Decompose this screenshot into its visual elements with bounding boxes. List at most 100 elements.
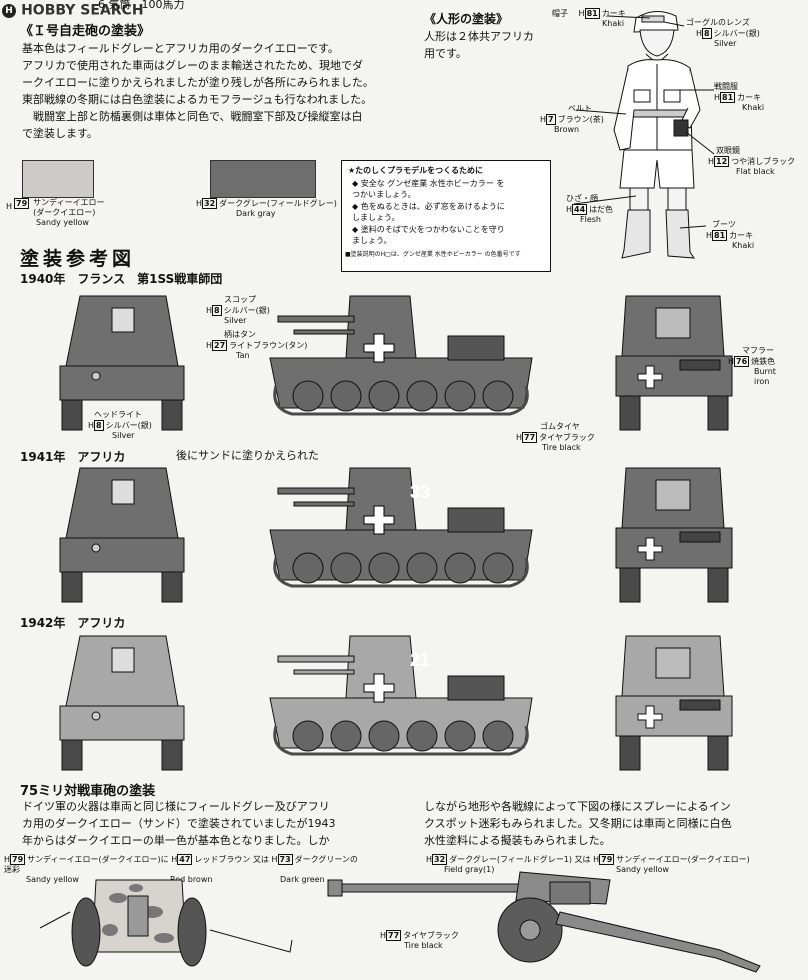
callout-english: Khaki [732,241,755,250]
side-view-track [273,385,529,416]
callout-part: マフラー [742,346,774,355]
callout-color: つや消しブラック [731,157,796,166]
top-fragment: 6 気筒 100馬力 [98,0,185,11]
front-view-gun-shield [111,307,135,333]
side-view-gun-barrel [277,487,355,495]
callout-part: ゴーグルのレンズ [686,18,750,27]
balkenkreuz [637,365,663,389]
road-wheel [406,552,438,584]
swatch-name: サンディーイエロー (ダークイエロー) [33,198,105,217]
callout-english: Silver [112,431,135,440]
callout-english: Silver [224,316,247,325]
paragraph-line: ークイエローに塗りかえられましたが塗り残しが各所にみられました。 [22,76,374,89]
callout-english: Burnt iron [754,367,776,386]
balkenkreuz [637,705,663,729]
callout-color: サンディーイエロー(ダークイエロー)に [27,855,169,864]
rear-view-gun-breech [655,647,691,679]
road-wheel [444,552,476,584]
gun-paragraph-right: しながら地形や各戦線によって下図の様にスプレーによるイン クスポット迷彩もみられ… [424,798,794,849]
callout-part: ゴムタイヤ [540,422,580,431]
callout-code: 79 [599,854,615,865]
muffler [679,699,721,711]
camo-gun-front-view [39,879,293,967]
road-wheel [292,720,324,752]
callout-color: カーキ [729,231,754,240]
muffler [679,359,721,371]
callout-english: Sandy yellow [26,875,79,884]
swatch-code: 32 [202,198,218,209]
rear-view-track-right [707,567,729,603]
callout-english: Dark green [280,875,325,884]
callout-part: ベルト [568,104,592,113]
rear-view-track-right [707,395,729,431]
paragraph-line: しながら地形や各戦線によって下図の様にスプレーによるイン [424,800,731,813]
road-wheel [482,380,514,412]
paragraph-line: カ用のダークイエロー（サンド）で塗装されていましたが1943 [22,817,336,830]
callout-color: レッドブラウン [194,855,251,864]
side-view-gun-barrel-lower [293,329,355,335]
variant-label-1941: 1941年 アフリカ [20,450,126,464]
vehicle-number: 33 [410,482,430,502]
callout-color: はだ色 [589,205,613,214]
rear-view-gun-breech [655,479,691,511]
callout-color: カーキ [601,9,626,18]
tank-variant-row: 33 [59,467,733,603]
variant-label-1942: 1942年 アフリカ [20,616,126,630]
callout-code: 81 [712,230,728,241]
callout-color: タイヤブラック [403,931,459,940]
callout-english: Silver [714,39,737,48]
callout-english: Brown [554,125,580,134]
paragraph-line: アフリカで使用された車両はグレーのまま輸送されたため、現地でダ [22,59,363,72]
side-view-stowage-box [447,335,505,361]
muffler [679,531,721,543]
callout-code: 7 [546,114,556,125]
callout-or: 又は [574,855,591,864]
paragraph-line: クスポット迷彩もみられました。又冬期には車両と同様に白色 [424,817,732,830]
notice-title: ★たのしくプラモデルをつくるために [348,166,484,175]
callout-color: シルバー(銀) [713,29,760,38]
variant-label-1940: 1940年 フランス 第1SS戦車師団 [20,272,223,286]
road-wheel [444,380,476,412]
front-view-hull [59,705,185,741]
callout-code: 81 [720,92,736,103]
road-wheel [292,552,324,584]
callout-code: 79 [10,854,26,865]
callout-code: 76 [734,356,750,367]
side-view-stowage-box [447,675,505,701]
paragraph-line: 用です。 [424,47,467,60]
paragraph-line: ドイツ軍の火器は車両と同じ様にフィールドグレー及びアフリ [22,800,330,813]
front-view-track-left [61,399,83,431]
callout-color: シルバー(銀) [223,306,270,315]
front-view-track-right [161,399,183,431]
callout-part: 双眼鏡 [716,146,740,155]
notice-footer: ■塗装説明のH□は、グンゼ産業 水性ホビーカラー の色番号です [345,251,521,258]
front-view-hull [59,537,185,573]
swatch-code: 79 [14,198,30,209]
road-wheel [406,720,438,752]
paragraph-line: で塗装します。 [22,127,98,140]
callout-english: Tire black [404,941,443,950]
callout-color: シルバー(銀) [105,421,152,430]
road-wheel [368,380,400,412]
tank-variant-row: 21 [59,635,733,771]
logo-text: HOBBY SEARCH [21,2,144,19]
callout-english: Tan [236,351,250,360]
logo-icon: H [2,3,16,18]
callout-code: 47 [177,854,193,865]
callout-color: ブラウン(茶) [557,115,604,124]
swatch-english: Dark gray [236,209,276,218]
callout-color: ライトブラウン(タン) [229,341,308,350]
swatch-dark-gray [210,160,316,198]
gun-section-title: 75ミリ対戦車砲の塗装 [20,784,156,799]
